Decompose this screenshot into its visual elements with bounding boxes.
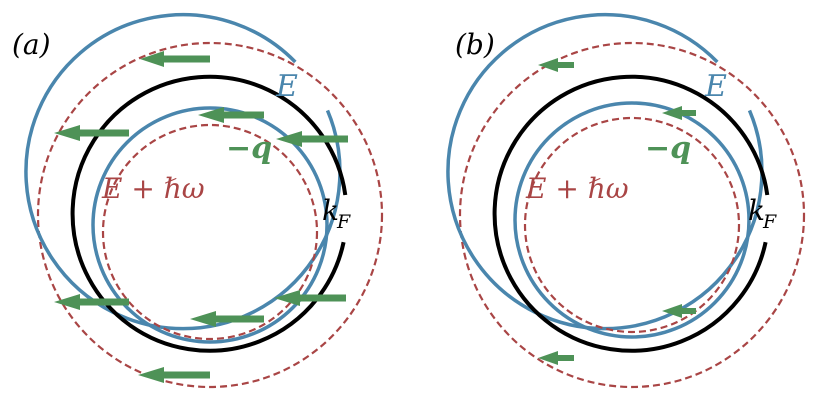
arrow-a4 bbox=[276, 131, 348, 147]
arrow-a8 bbox=[138, 367, 210, 383]
outer-energy-contour-a bbox=[24, 12, 342, 331]
energy-plus-omega-label-b: E + ℏω bbox=[525, 172, 629, 205]
arrow-b3 bbox=[662, 304, 696, 318]
arrow-a2 bbox=[54, 125, 129, 141]
svg-text:k: k bbox=[322, 194, 339, 227]
momentum-label-a: −q bbox=[226, 131, 272, 166]
arrow-a3 bbox=[198, 107, 264, 123]
fermi-circle-a bbox=[70, 74, 348, 353]
outer-dashed-circle-a bbox=[36, 41, 384, 389]
arrow-b1 bbox=[538, 58, 574, 72]
inner-energy-contour-b bbox=[513, 101, 751, 339]
fermi-momentum-label-a: k F bbox=[322, 194, 351, 233]
energy-label-a: E bbox=[275, 69, 298, 104]
energy-label-b: E bbox=[704, 69, 727, 104]
svg-text:F: F bbox=[762, 211, 777, 233]
outer-energy-contour-b bbox=[446, 12, 764, 331]
inner-energy-contour-a bbox=[91, 106, 329, 344]
inner-dashed-circle-b bbox=[523, 116, 741, 334]
inner-dashed-circle-a bbox=[101, 123, 319, 341]
panel-b-label: (b) bbox=[455, 28, 495, 61]
energy-plus-omega-label-a: E + ℏω bbox=[101, 172, 205, 205]
arrows-b bbox=[538, 58, 696, 365]
momentum-label-b: −q bbox=[645, 131, 691, 166]
arrows-a bbox=[54, 51, 348, 383]
svg-text:k: k bbox=[748, 194, 765, 227]
panel-b: (b) E −q E + ℏω k F bbox=[446, 12, 806, 389]
fermi-momentum-label-b: k F bbox=[748, 194, 777, 233]
fermi-circle-b bbox=[492, 74, 770, 353]
arrow-b4 bbox=[538, 351, 574, 365]
arrow-a6 bbox=[274, 290, 346, 306]
panel-a: (a) E −q E + ℏω k F bbox=[12, 12, 384, 389]
arrow-a7 bbox=[190, 311, 264, 327]
arrow-b2 bbox=[662, 106, 696, 120]
panel-a-label: (a) bbox=[12, 28, 51, 61]
svg-text:F: F bbox=[336, 211, 351, 233]
arrow-a1 bbox=[140, 51, 210, 67]
arrow-a5 bbox=[54, 294, 129, 310]
outer-dashed-circle-b bbox=[458, 41, 806, 389]
